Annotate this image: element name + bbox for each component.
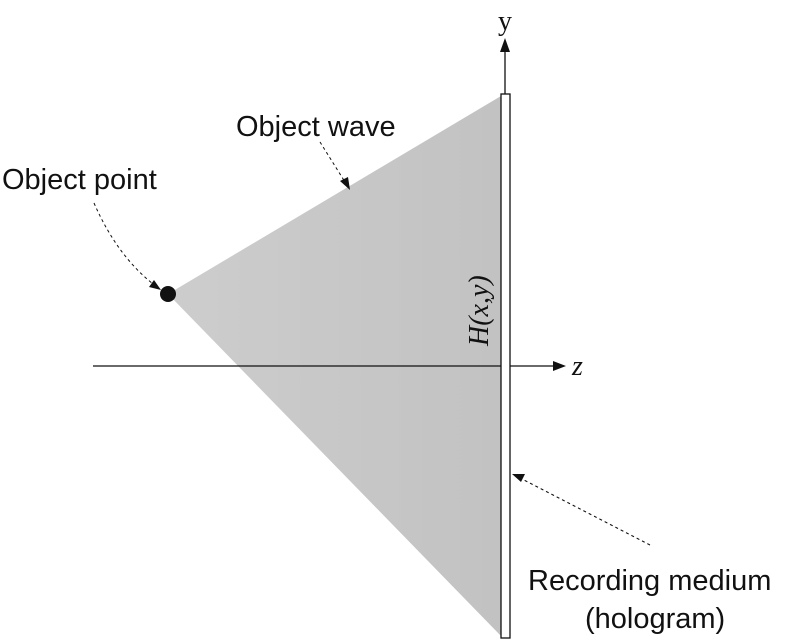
y-axis-arrowhead [500,38,510,52]
object-point-dot [160,286,176,302]
object-point-label: Object point [2,164,157,196]
object-wave-leader-arrowhead [340,177,350,190]
recording-medium-label: Recording medium [528,565,771,597]
axis-y-label: y [498,6,512,37]
object-point-leader-arrowhead [149,280,161,290]
recording-medium-leader-arrowhead [512,474,525,482]
hologram-label: (hologram) [585,603,725,635]
object-point-leader [93,202,158,288]
object-wave-label: Object wave [236,111,396,143]
z-axis-arrowhead [553,361,566,371]
recording-medium-leader [521,478,651,546]
axis-z-label: z [571,351,583,382]
hologram-function-label: H(x,y) [464,275,495,347]
object-wave-leader [319,141,346,183]
recording-medium-plate [500,93,511,639]
